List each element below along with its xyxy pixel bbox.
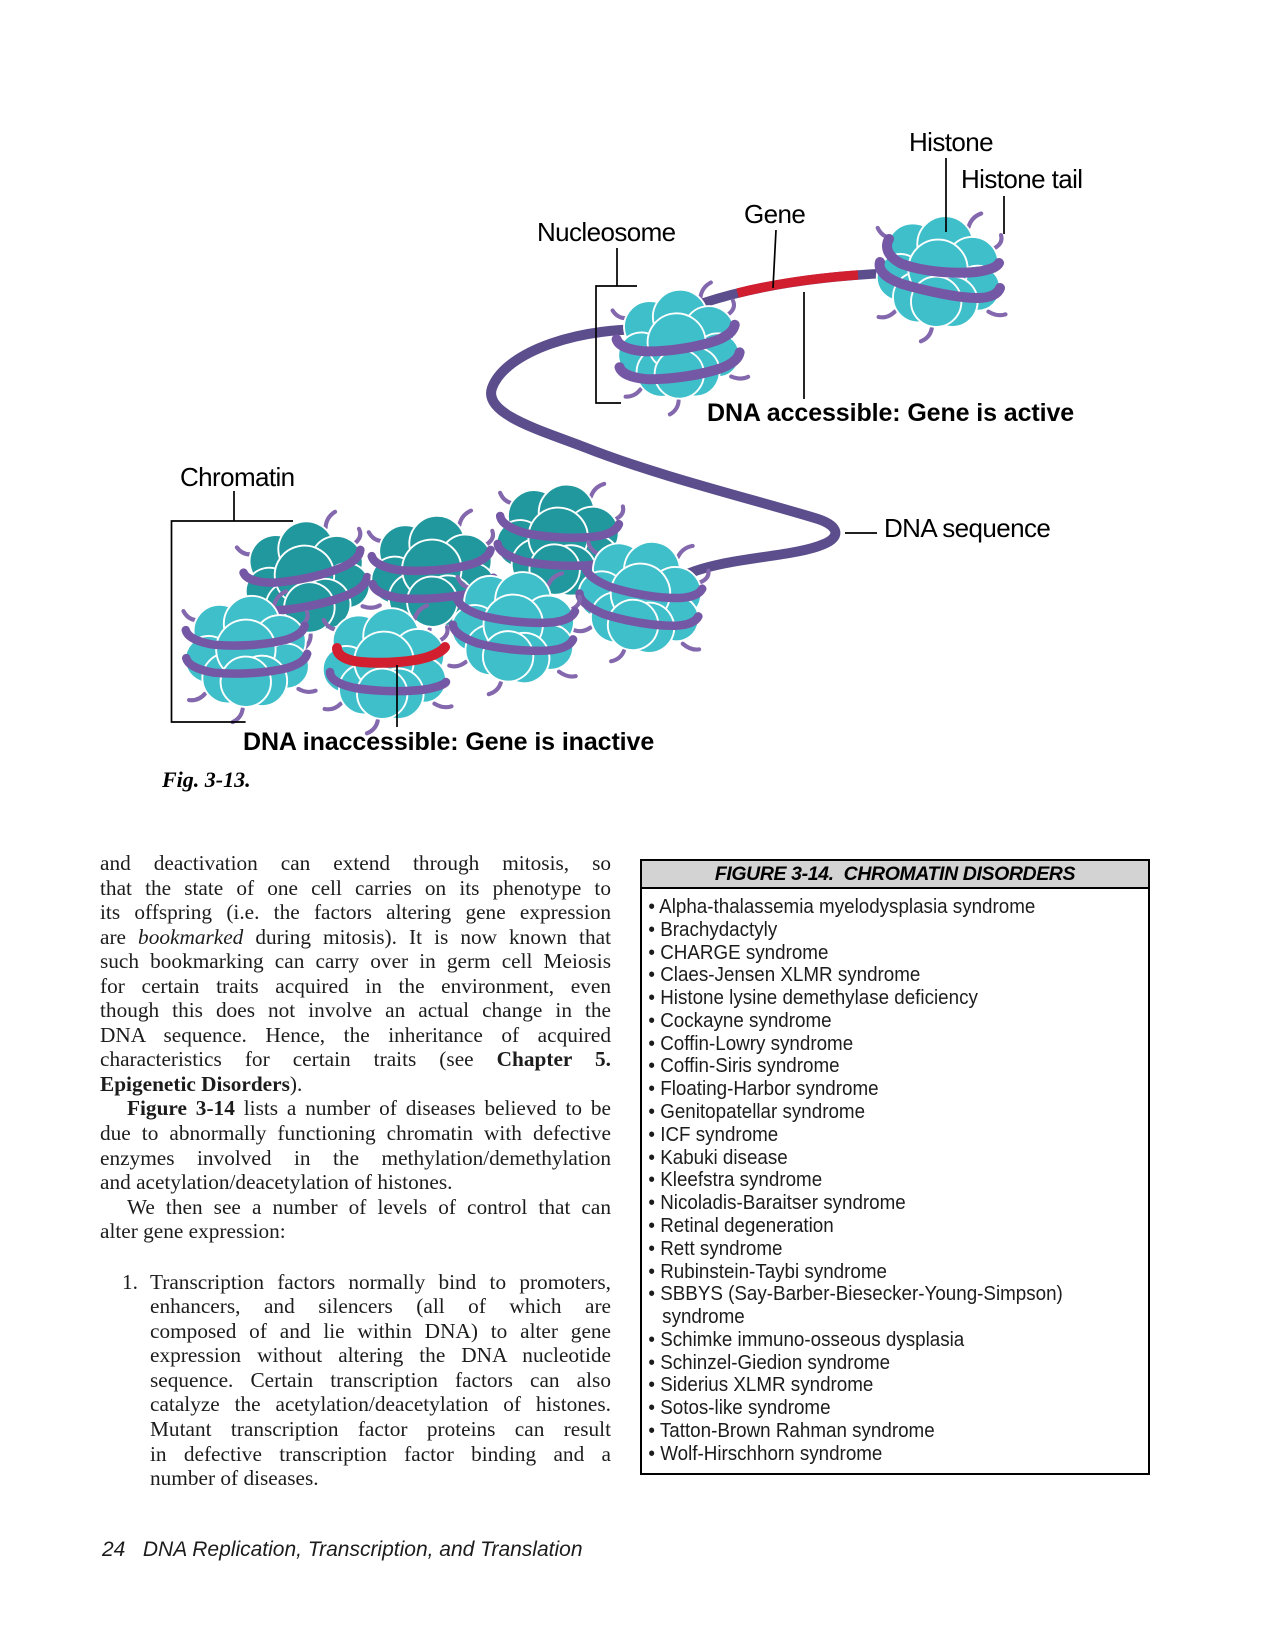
svg-text:Chromatin: Chromatin bbox=[180, 462, 295, 492]
svg-text:Gene: Gene bbox=[744, 199, 805, 229]
svg-text:Nucleosome: Nucleosome bbox=[537, 217, 676, 247]
svg-text:DNA sequence: DNA sequence bbox=[884, 513, 1050, 543]
svg-text:Histone: Histone bbox=[909, 127, 993, 157]
svg-text:Histone tail: Histone tail bbox=[961, 164, 1082, 194]
svg-text:Fig. 3-13.: Fig. 3-13. bbox=[161, 767, 251, 792]
svg-text:DNA inaccessible: Gene is inac: DNA inaccessible: Gene is inactive bbox=[243, 728, 654, 756]
svg-text:DNA accessible: Gene is active: DNA accessible: Gene is active bbox=[707, 399, 1074, 427]
